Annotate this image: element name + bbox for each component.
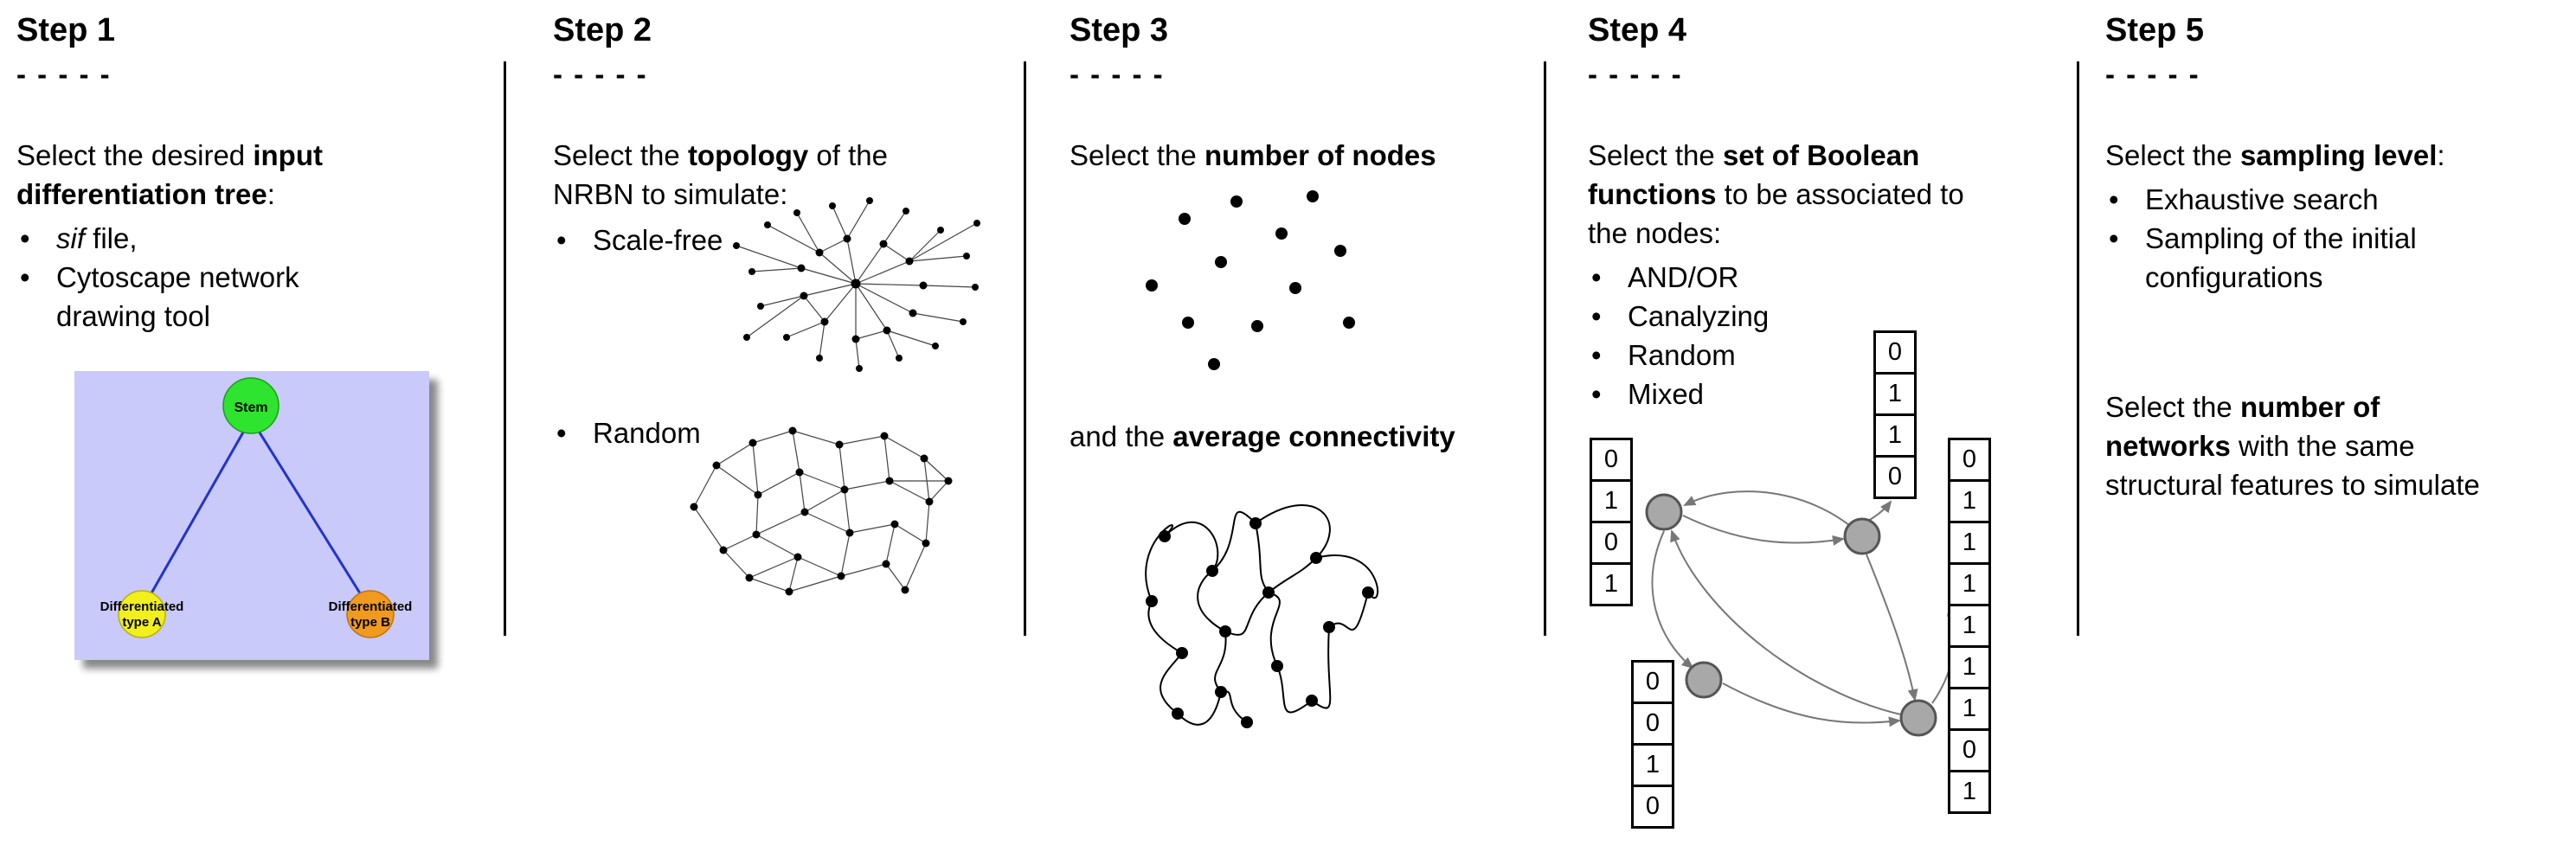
truth-table-cell: 0 xyxy=(1631,660,1674,704)
step4-option-mixed: Mixed xyxy=(1588,375,2072,413)
step3-instruction-nodes: Select the number of nodes xyxy=(1070,139,1436,171)
column-divider xyxy=(504,61,506,636)
step5-options: Exhaustive search Sampling of the initia… xyxy=(2105,180,2573,297)
step5-instruction-networks: Select the number of networks with the s… xyxy=(2105,391,2480,501)
boolean-node xyxy=(1843,517,1881,555)
truth-table-cell: 0 xyxy=(1590,438,1633,482)
step3-instruction-connectivity: and the average connectivity xyxy=(1070,420,1455,452)
connectivity-illustration xyxy=(1117,471,1394,735)
step2-dashes: - - - - - xyxy=(553,58,648,90)
step1-instruction: Select the desired input differentiation… xyxy=(16,139,323,210)
column-divider xyxy=(2077,61,2079,636)
column-divider xyxy=(1024,61,1026,636)
random-network-illustration xyxy=(678,405,960,625)
step5-column: Step 5 - - - - - Select the sampling lev… xyxy=(2105,0,2573,850)
truth-table-cell: 1 xyxy=(1948,770,1991,814)
step4-dashes: - - - - - xyxy=(1588,58,1683,90)
stem-label: Stem xyxy=(234,400,267,415)
step5-title: Step 5 xyxy=(2105,12,2205,48)
step4-column: Step 4 - - - - - Select the set of Boole… xyxy=(1588,0,2072,850)
step4-option-random: Random xyxy=(1588,336,2072,375)
type-a-label-line2: type A xyxy=(122,615,161,630)
step1-dashes: - - - - - xyxy=(16,58,112,90)
truth-table-cell: 1 xyxy=(1948,562,1991,606)
truth-table-cell: 0 xyxy=(1631,701,1674,746)
truth-table-cell: 0 xyxy=(1873,330,1917,375)
truth-table-cell: 0 xyxy=(1948,438,1991,482)
step1-title: Step 1 xyxy=(16,12,116,48)
step2-column: Step 2 - - - - - Select the topology of … xyxy=(553,0,1012,850)
step4-instruction: Select the set of Boolean functions to b… xyxy=(1588,139,1964,249)
step2-title: Step 2 xyxy=(553,12,652,48)
step5-dashes: - - - - - xyxy=(2105,58,2200,90)
type-b-label-line2: type B xyxy=(350,615,390,630)
boolean-node xyxy=(1685,661,1723,699)
truth-table-cell: 1 xyxy=(1948,687,1991,731)
bullet-icon xyxy=(2105,180,2145,219)
bullet-icon xyxy=(553,413,593,452)
step3-dashes: - - - - - xyxy=(1070,58,1165,90)
step5-instruction-sampling: Select the sampling level: xyxy=(2105,139,2445,171)
bullet-icon xyxy=(2105,219,2145,297)
step4-title: Step 4 xyxy=(1588,12,1687,48)
truth-table-cell: 1 xyxy=(1948,645,1991,689)
boolean-node xyxy=(1645,493,1683,531)
stem-node xyxy=(222,377,279,434)
type-a-node xyxy=(118,590,166,638)
differentiation-tree-image: Stem Differentiated type A Differentiate… xyxy=(74,371,429,660)
step2-instruction: Select the topology of the NRBN to simul… xyxy=(553,139,888,210)
truth-table-cell: 1 xyxy=(1873,372,1917,416)
truth-table-cell: 1 xyxy=(1873,413,1917,458)
truth-table-cell: 0 xyxy=(1590,521,1633,565)
boolean-node xyxy=(1899,699,1937,737)
truth-table-cell: 1 xyxy=(1948,479,1991,523)
truth-table-cell: 0 xyxy=(1948,728,1991,772)
step3-column: Step 3 - - - - - Select the number of no… xyxy=(1070,0,1532,850)
type-b-label-line1: Differentiated xyxy=(329,599,413,614)
nodes-dots-illustration xyxy=(1134,186,1385,398)
step4-options: AND/OR Canalyzing Random Mixed xyxy=(1588,258,2072,413)
truth-table-cell: 1 xyxy=(1948,604,1991,648)
bullet-icon xyxy=(1588,258,1628,297)
step2-option-scale-free: Scale-free xyxy=(553,221,769,259)
scale-free-network-illustration xyxy=(717,190,990,407)
truth-table-cell: 0 xyxy=(1631,785,1674,829)
type-a-label-line1: Differentiated xyxy=(100,599,184,614)
step4-option-andor: AND/OR xyxy=(1588,258,2072,297)
truth-table-cell: 0 xyxy=(1873,455,1917,499)
step3-title: Step 3 xyxy=(1070,12,1169,48)
bullet-icon xyxy=(16,219,56,258)
step2-option-random: Random xyxy=(553,413,769,452)
truth-table-cell: 1 xyxy=(1631,743,1674,787)
step1-option-sif: sif file, xyxy=(16,219,492,258)
type-b-node xyxy=(346,590,395,638)
bullet-icon xyxy=(16,258,56,336)
truth-table-cell: 1 xyxy=(1590,562,1633,606)
bullet-icon xyxy=(553,221,593,259)
step1-column: Step 1 - - - - - Select the desired inpu… xyxy=(16,0,492,850)
step4-option-canalyzing: Canalyzing xyxy=(1588,297,2072,336)
column-divider xyxy=(1544,61,1546,636)
truth-table-cell: 1 xyxy=(1590,479,1633,523)
boolean-network-illustration xyxy=(1588,329,2072,852)
truth-table-cell: 1 xyxy=(1948,521,1991,565)
step5-option-exhaustive: Exhaustive search xyxy=(2105,180,2573,219)
